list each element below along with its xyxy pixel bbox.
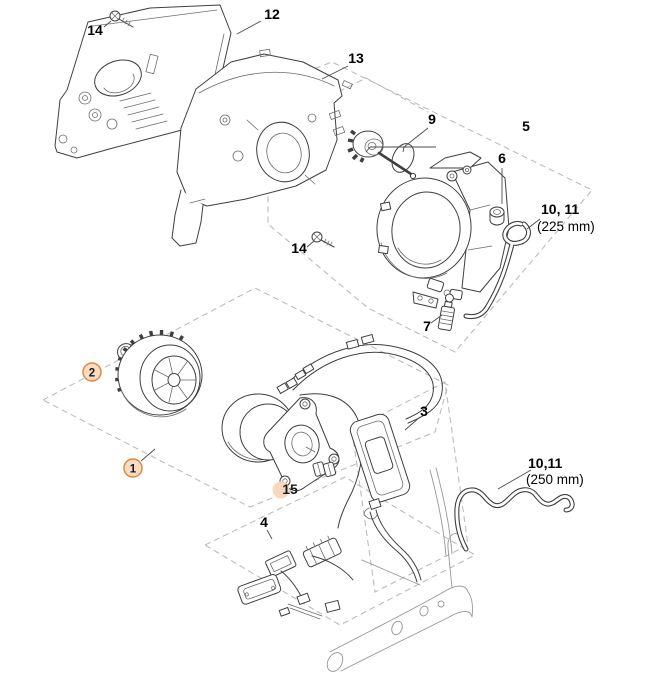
part-6-plug (489, 206, 505, 226)
group-boundaries (41, 61, 593, 626)
callout-10-11-225[interactable]: 10, 11 (541, 201, 579, 217)
group-5-boundary (267, 61, 593, 353)
part-7-grease-tube (437, 293, 455, 331)
part-5-motor-housing (376, 151, 510, 309)
cooling-ribs (119, 92, 168, 130)
callout-9[interactable]: 9 (428, 111, 436, 127)
part-9-clutch-drum (347, 129, 417, 180)
callout-12[interactable]: 12 (264, 6, 280, 22)
callout-5[interactable]: 5 (522, 118, 530, 134)
leader-lines (103, 20, 541, 540)
group-4-boundary (203, 476, 477, 626)
callout-4[interactable]: 4 (260, 514, 268, 530)
badge-1-number: 1 (130, 464, 137, 476)
badge-1[interactable]: 1 (123, 458, 143, 478)
badge-2-number: 2 (89, 368, 95, 380)
part-1-motor-assembly (221, 334, 443, 529)
part-13-housing-cover (171, 48, 353, 247)
callout-3[interactable]: 3 (420, 403, 428, 419)
part-14-screw-middle (311, 231, 335, 248)
callout-6[interactable]: 6 (498, 150, 506, 166)
callout-7[interactable]: 7 (423, 318, 431, 334)
clutch-teeth (347, 129, 365, 163)
callout-14-mid[interactable]: 14 (291, 240, 307, 256)
badge-2[interactable]: 2 (82, 362, 102, 382)
part-10-11-hose-225 (463, 220, 531, 320)
callout-13[interactable]: 13 (348, 50, 364, 66)
o-ring (391, 143, 415, 173)
callout-labels: 14 12 13 9 5 6 10, 11 (225 mm) 14 7 3 4 … (87, 6, 595, 530)
callout-10-11-250[interactable]: 10,11 (528, 455, 562, 471)
part-4-wiring-harness (237, 535, 354, 620)
callout-10-11-225-note: (225 mm) (537, 219, 595, 234)
badge-15[interactable]: 15 (272, 481, 298, 499)
part-15-grommet (312, 461, 337, 478)
badge-15-number: 15 (282, 481, 298, 497)
group-9-bracket-box (329, 77, 429, 113)
handle-housing (326, 467, 473, 672)
callout-10-11-250-note: (250 mm) (526, 472, 584, 487)
part-14-screw-top (109, 10, 134, 28)
group-1-boundary (41, 287, 449, 508)
flywheel-rotor (115, 329, 203, 418)
part-10-11-hose-250 (454, 487, 575, 552)
part-3-control-module (349, 413, 422, 583)
callout-14-top[interactable]: 14 (87, 22, 103, 38)
